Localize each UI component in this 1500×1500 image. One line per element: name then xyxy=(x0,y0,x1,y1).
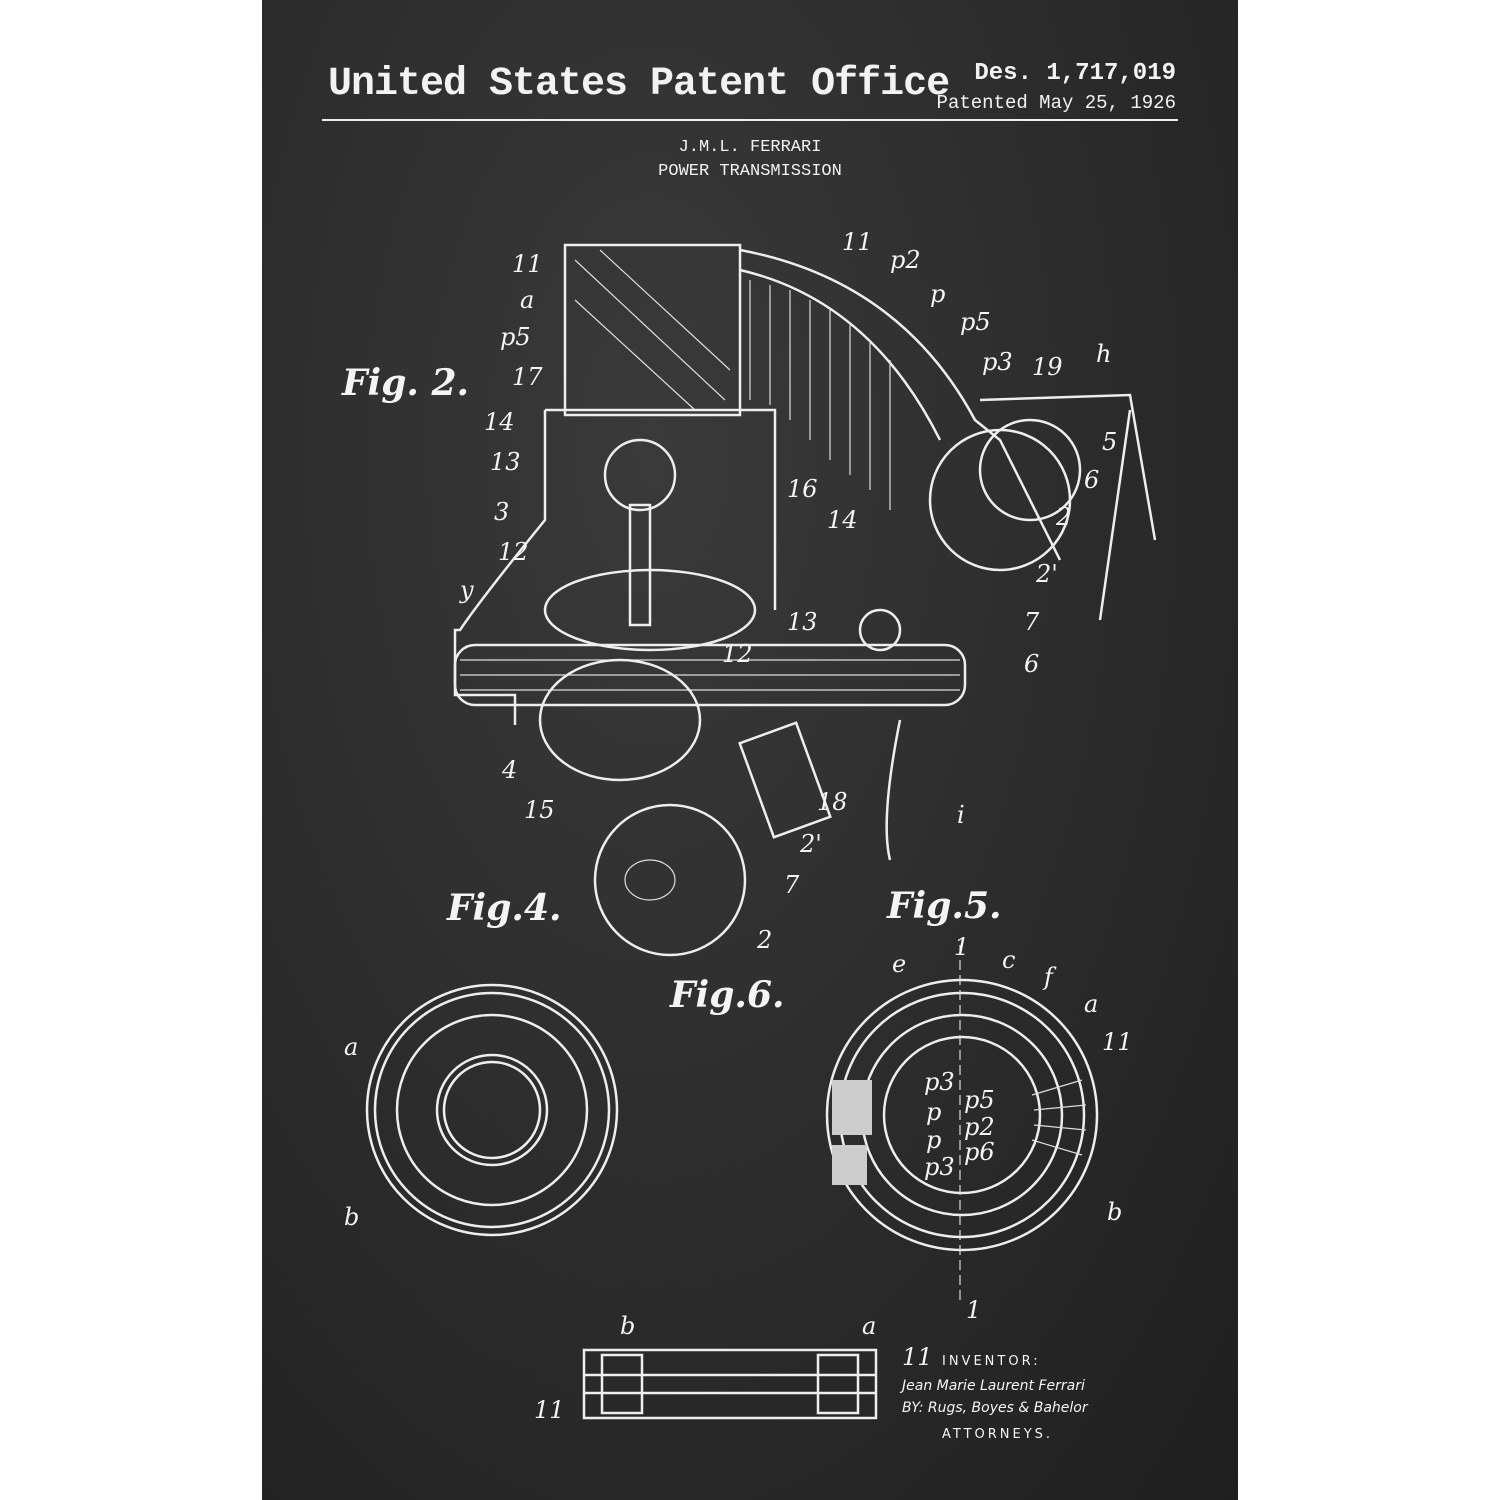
patent-poster: United States Patent Office Des. 1,717,0… xyxy=(262,0,1238,1500)
fig2-drawing xyxy=(453,243,1157,957)
inventor-signature: Jean Marie Laurent Ferrari xyxy=(899,1378,1085,1394)
fig4-title: Fig.4. xyxy=(446,887,562,929)
fig5-drawing: 1 e c f a 11 p3 p p p3 p5 p2 p6 b 1 xyxy=(825,933,1133,1324)
ref-label: 13 xyxy=(490,448,521,476)
ref-label: 12 xyxy=(722,640,753,668)
ref-label: h xyxy=(1096,340,1111,368)
ref-label: p2 xyxy=(964,1113,995,1141)
ref-label: p6 xyxy=(964,1138,995,1166)
header-divider xyxy=(322,119,1178,121)
fig6-drawing: b a 11 11 xyxy=(534,1312,933,1424)
fig2-reference-labels: 11 a p5 17 14 13 3 12 y 11 p2 p p5 p3 19… xyxy=(459,228,1117,954)
attorneys-label: ATTORNEYS. xyxy=(942,1427,1053,1442)
ref-label: 2 xyxy=(756,926,772,954)
attorney-signature: BY: Rugs, Boyes & Bahelor xyxy=(902,1400,1089,1416)
ref-label: 6 xyxy=(1084,466,1099,494)
fig4-drawing: a b xyxy=(344,983,619,1237)
ref-label: p xyxy=(926,1098,941,1126)
ref-label: b xyxy=(344,1203,359,1231)
inventor-name: J.M.L. FERRARI xyxy=(678,138,822,157)
ref-label: p5 xyxy=(964,1086,995,1114)
ref-label: a xyxy=(862,1312,876,1340)
ref-label: p xyxy=(930,280,945,308)
ref-label: p5 xyxy=(960,308,991,336)
ref-label: 11 xyxy=(534,1396,565,1424)
ref-label: p2 xyxy=(890,246,921,274)
ref-label: 16 xyxy=(787,475,818,503)
ref-label: p3 xyxy=(924,1153,955,1181)
patent-date: Patented May 25, 1926 xyxy=(936,92,1176,114)
fig2-title: Fig. 2. xyxy=(341,362,469,404)
ref-label: 14 xyxy=(827,506,858,534)
signature-block: INVENTOR: Jean Marie Laurent Ferrari BY:… xyxy=(899,1354,1089,1442)
ref-label: 15 xyxy=(524,796,555,824)
ref-label: c xyxy=(1002,946,1015,974)
ref-label: 7 xyxy=(1024,608,1040,636)
ref-label: 11 xyxy=(512,250,543,278)
ref-label: 14 xyxy=(484,408,515,436)
ref-label: a xyxy=(344,1033,358,1061)
ref-label: 5 xyxy=(1102,428,1117,456)
ref-label: f xyxy=(1042,963,1057,991)
fig5-title: Fig.5. xyxy=(886,885,1002,927)
ref-label: e xyxy=(892,950,906,978)
ref-label: i xyxy=(957,801,965,829)
ref-label: p xyxy=(926,1126,941,1154)
ref-label: p3 xyxy=(924,1068,955,1096)
ref-label: a xyxy=(520,286,534,314)
ref-label: 7 xyxy=(784,871,800,899)
ref-label: 17 xyxy=(512,363,543,391)
ref-label: 12 xyxy=(498,538,529,566)
ref-label: y xyxy=(459,576,474,604)
ref-label: 11 xyxy=(842,228,873,256)
ref-label: 11 xyxy=(1102,1028,1133,1056)
ref-label: 1 xyxy=(954,933,969,961)
ref-label: 2' xyxy=(1035,560,1058,588)
patent-number: Des. 1,717,019 xyxy=(974,60,1176,87)
ref-label: 11 xyxy=(902,1343,933,1371)
ref-label: a xyxy=(1084,990,1098,1018)
ref-label: 13 xyxy=(787,608,818,636)
ref-label: 2' xyxy=(799,830,822,858)
inventor-heading: INVENTOR: xyxy=(942,1354,1041,1369)
ref-label: 19 xyxy=(1032,353,1063,381)
fig6-title: Fig.6. xyxy=(669,974,785,1016)
ref-label: b xyxy=(1107,1198,1122,1226)
ref-label: 18 xyxy=(817,788,848,816)
ref-label: p3 xyxy=(982,348,1013,376)
ref-label: 2 xyxy=(1055,503,1071,531)
invention-title: POWER TRANSMISSION xyxy=(658,162,842,181)
ref-label: 3 xyxy=(494,498,509,526)
patent-drawings: Fig. 2. 11 a p5 17 14 13 3 12 y 11 p2 p … xyxy=(341,228,1157,1442)
ref-label: 6 xyxy=(1024,650,1039,678)
office-title: United States Patent Office xyxy=(328,62,950,107)
ref-label: 1 xyxy=(966,1296,981,1324)
ref-label: 4 xyxy=(501,756,517,784)
ref-label: b xyxy=(620,1312,635,1340)
ref-label: p5 xyxy=(500,323,531,351)
